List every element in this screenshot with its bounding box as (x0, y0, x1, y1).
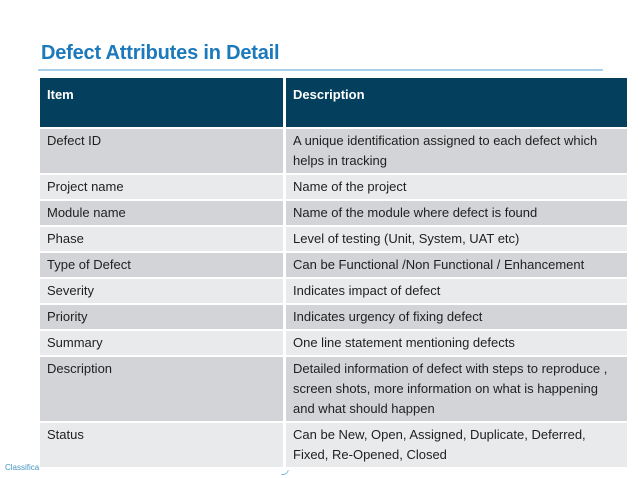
description-cell: Detailed information of defect with step… (286, 357, 627, 421)
item-cell: Project name (40, 175, 283, 199)
header-item-cell: Item (40, 78, 283, 127)
item-cell: Phase (40, 227, 283, 251)
description-cell: Can be New, Open, Assigned, Duplicate, D… (286, 423, 627, 467)
description-cell: Name of the project (286, 175, 627, 199)
table-row: Description Detailed information of defe… (40, 357, 627, 421)
description-cell: Indicates urgency of fixing defect (286, 305, 627, 329)
item-cell: Defect ID (40, 129, 283, 173)
description-cell: Level of testing (Unit, System, UAT etc) (286, 227, 627, 251)
title-underline (38, 69, 603, 71)
header-description-cell: Description (286, 78, 627, 127)
description-cell: Indicates impact of defect (286, 279, 627, 303)
item-cell: Description (40, 357, 283, 421)
item-cell: Status (40, 423, 283, 467)
table-header-row: Item Description (40, 78, 627, 127)
item-cell: Severity (40, 279, 283, 303)
description-cell: Can be Functional /Non Functional / Enha… (286, 253, 627, 277)
table-row: Project name Name of the project (40, 175, 627, 199)
description-cell: Name of the module where defect is found (286, 201, 627, 225)
item-cell: Module name (40, 201, 283, 225)
footer-mark (281, 470, 289, 475)
table-row: Phase Level of testing (Unit, System, UA… (40, 227, 627, 251)
defect-attributes-table: Item Description Defect ID A unique iden… (40, 78, 627, 469)
table-row: Module name Name of the module where def… (40, 201, 627, 225)
table-row: Status Can be New, Open, Assigned, Dupli… (40, 423, 627, 467)
footer-classification-label: Classifica (5, 463, 40, 472)
item-cell: Priority (40, 305, 283, 329)
table-row: Priority Indicates urgency of fixing def… (40, 305, 627, 329)
item-cell: Summary (40, 331, 283, 355)
table-row: Type of Defect Can be Functional /Non Fu… (40, 253, 627, 277)
page-title: Defect Attributes in Detail (41, 42, 280, 64)
table-row: Severity Indicates impact of defect (40, 279, 627, 303)
table-row: Defect ID A unique identification assign… (40, 129, 627, 173)
table-row: Summary One line statement mentioning de… (40, 331, 627, 355)
description-cell: A unique identification assigned to each… (286, 129, 627, 173)
item-cell: Type of Defect (40, 253, 283, 277)
description-cell: One line statement mentioning defects (286, 331, 627, 355)
